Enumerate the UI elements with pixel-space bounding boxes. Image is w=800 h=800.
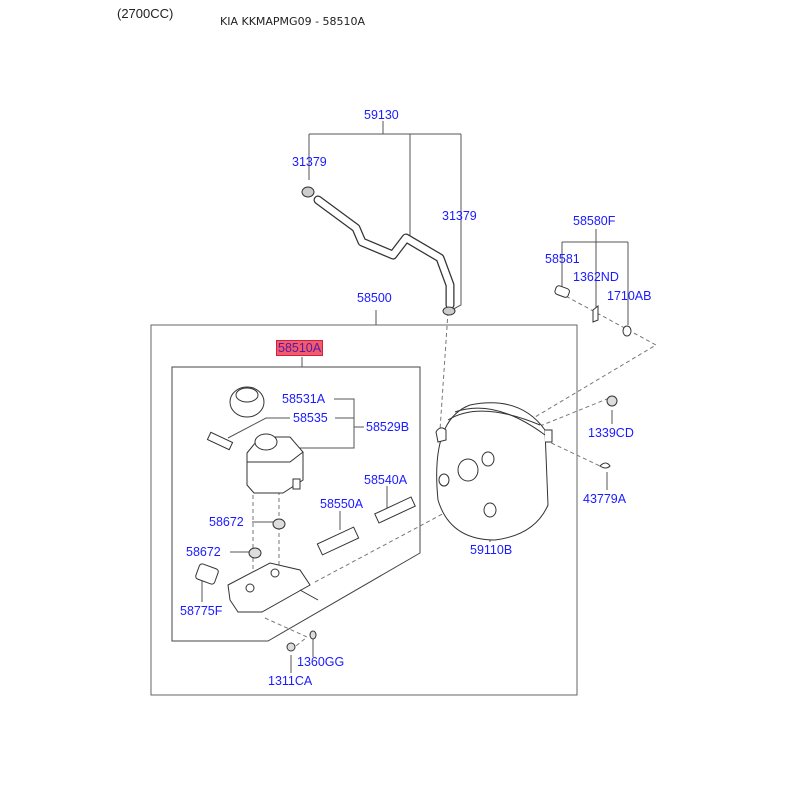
part-label-1360GG[interactable]: 1360GG [297, 655, 345, 669]
brake-booster-icon [435, 402, 553, 541]
engine-displacement-label: (2700CC) [117, 6, 174, 21]
leader-58580F [561, 229, 629, 325]
booster-nut-icon [606, 395, 618, 407]
assembly-box-58510A [171, 366, 421, 642]
dash-mc-booster [314, 509, 451, 583]
dash-pin-line [529, 292, 658, 421]
part-label-58540A[interactable]: 58540A [364, 473, 408, 487]
part-label-58535[interactable]: 58535 [293, 411, 328, 425]
dash-hose-booster [439, 311, 449, 431]
part-label-58580F[interactable]: 58580F [573, 214, 616, 228]
dash-clip [544, 439, 601, 467]
dash-booster-nut [539, 396, 613, 427]
proportioning-valve-icon [195, 563, 219, 585]
grommet-icon [248, 518, 286, 559]
reservoir-cap-icon [229, 386, 265, 418]
part-label-59110B[interactable]: 59110B [470, 543, 513, 557]
part-label-58581[interactable]: 58581 [545, 252, 580, 266]
piston-icon [316, 496, 416, 556]
part-label-58531A[interactable]: 58531A [282, 392, 326, 406]
part-label-59130[interactable]: 59130 [364, 108, 399, 122]
part-label-58775F[interactable]: 58775F [180, 604, 223, 618]
part-label-1362ND[interactable]: 1362ND [573, 270, 619, 284]
part-label-58672-lower[interactable]: 58672 [186, 545, 221, 559]
vacuum-hose-icon [313, 195, 455, 310]
part-label-58672-upper[interactable]: 58672 [209, 515, 244, 529]
reservoir-icon [246, 433, 304, 494]
part-label-58510A-highlighted[interactable]: 58510A [276, 340, 324, 356]
part-label-58500[interactable]: 58500 [357, 291, 392, 305]
part-label-1339CD[interactable]: 1339CD [588, 426, 634, 440]
diagram-title: KIA KKMAPMG09 - 58510A [220, 15, 366, 28]
part-label-1710AB[interactable]: 1710AB [607, 289, 652, 303]
dash-mc-nut [264, 617, 308, 651]
part-label-31379-upper[interactable]: 31379 [292, 155, 327, 169]
master-cylinder-icon [227, 562, 319, 613]
leader-59130 [308, 121, 462, 313]
hose-clamp-icon [301, 186, 456, 316]
nut-icon [286, 630, 317, 652]
washer-icon [622, 325, 632, 337]
clevis-pin-icon [554, 285, 570, 298]
spring-clip-icon [599, 462, 611, 469]
part-label-43779A[interactable]: 43779A [583, 492, 627, 506]
assembly-box-58500 [150, 324, 578, 696]
part-label-58550A[interactable]: 58550A [320, 497, 364, 511]
reservoir-pin-icon [206, 431, 234, 451]
leader-58529B [227, 398, 364, 449]
part-label-31379-lower[interactable]: 31379 [442, 209, 477, 223]
part-label-1311CA[interactable]: 1311CA [268, 674, 313, 688]
snap-pin-icon [592, 304, 599, 323]
part-label-58529B[interactable]: 58529B [366, 420, 410, 434]
